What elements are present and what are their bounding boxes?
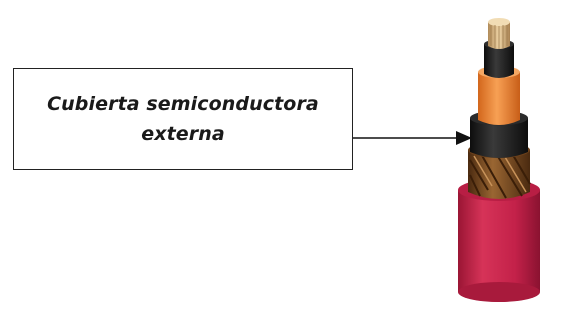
callout-label-line-2: externa [141,123,225,145]
callout-label-line-1: Cubierta semiconductora [47,93,319,115]
cable-illustration [418,0,580,323]
conductor-core [488,18,510,49]
arrow-head [456,131,472,145]
callout-label-box: Cubierta semiconductora externa [13,68,353,170]
